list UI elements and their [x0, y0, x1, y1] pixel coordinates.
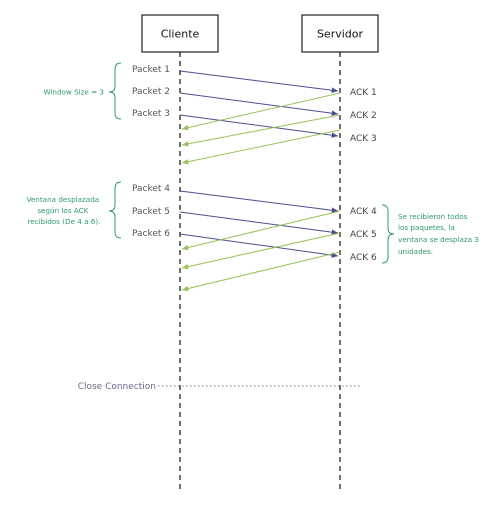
packet-3-arrow: [179, 114, 339, 138]
close-connection-label: Close Connection: [78, 382, 156, 392]
ack-4-arrow: [181, 210, 341, 251]
packet-1-arrow: [179, 70, 339, 93]
received-note-line-4: unidades.: [398, 247, 433, 256]
ack-5-arrow: [181, 232, 341, 270]
window-shift-note-line-2: según los ACK: [37, 206, 88, 215]
received-note-line-2: los paquetes, la: [398, 223, 455, 232]
client-actor-box: [141, 14, 219, 53]
ack-1-arrow: [181, 92, 341, 131]
packet-5-label: Packet 5: [132, 207, 170, 217]
packet-5-arrow: [179, 211, 339, 235]
window-size-note: Window Size = 3: [43, 88, 104, 97]
received-note: Se recibieron todos los paquetes, la ven…: [398, 212, 481, 256]
received-note-line-3: ventana se desplaza 3: [398, 235, 479, 244]
ack-3-label: ACK 3: [350, 134, 377, 144]
packet-6-label: Packet 6: [132, 229, 170, 239]
ack-2-label: ACK 2: [350, 111, 377, 121]
received-brace: [381, 204, 395, 264]
window-shift-note: Ventana desplazada según los ACK recibid…: [27, 195, 102, 226]
ack-1-label: ACK 1: [350, 88, 377, 98]
ack-6-arrow: [181, 251, 341, 292]
ack-6-label: ACK 6: [350, 253, 377, 263]
packet-4-label: Packet 4: [132, 184, 170, 194]
packet-4-arrow: [179, 190, 339, 213]
server-actor-label: Servidor: [317, 28, 364, 41]
packet-3-label: Packet 3: [132, 109, 170, 119]
ack-4-label: ACK 4: [350, 207, 377, 217]
server-actor-box: [301, 14, 379, 53]
ack-5-label: ACK 5: [350, 230, 377, 240]
received-note-line-1: Se recibieron todos: [398, 212, 468, 221]
ack-2-arrow: [181, 114, 341, 147]
packet-2-label: Packet 2: [132, 87, 170, 97]
window-size-brace: [108, 62, 122, 120]
window-shift-brace: [108, 181, 122, 239]
packet-2-arrow: [179, 92, 339, 116]
ack-3-arrow: [181, 129, 341, 165]
packet-6-arrow: [179, 233, 339, 258]
window-shift-note-line-3: recibidos (De 4 a 6).: [28, 217, 101, 226]
packet-1-label: Packet 1: [132, 65, 170, 75]
client-actor-label: Cliente: [161, 28, 200, 41]
window-shift-note-line-1: Ventana desplazada: [27, 195, 100, 204]
